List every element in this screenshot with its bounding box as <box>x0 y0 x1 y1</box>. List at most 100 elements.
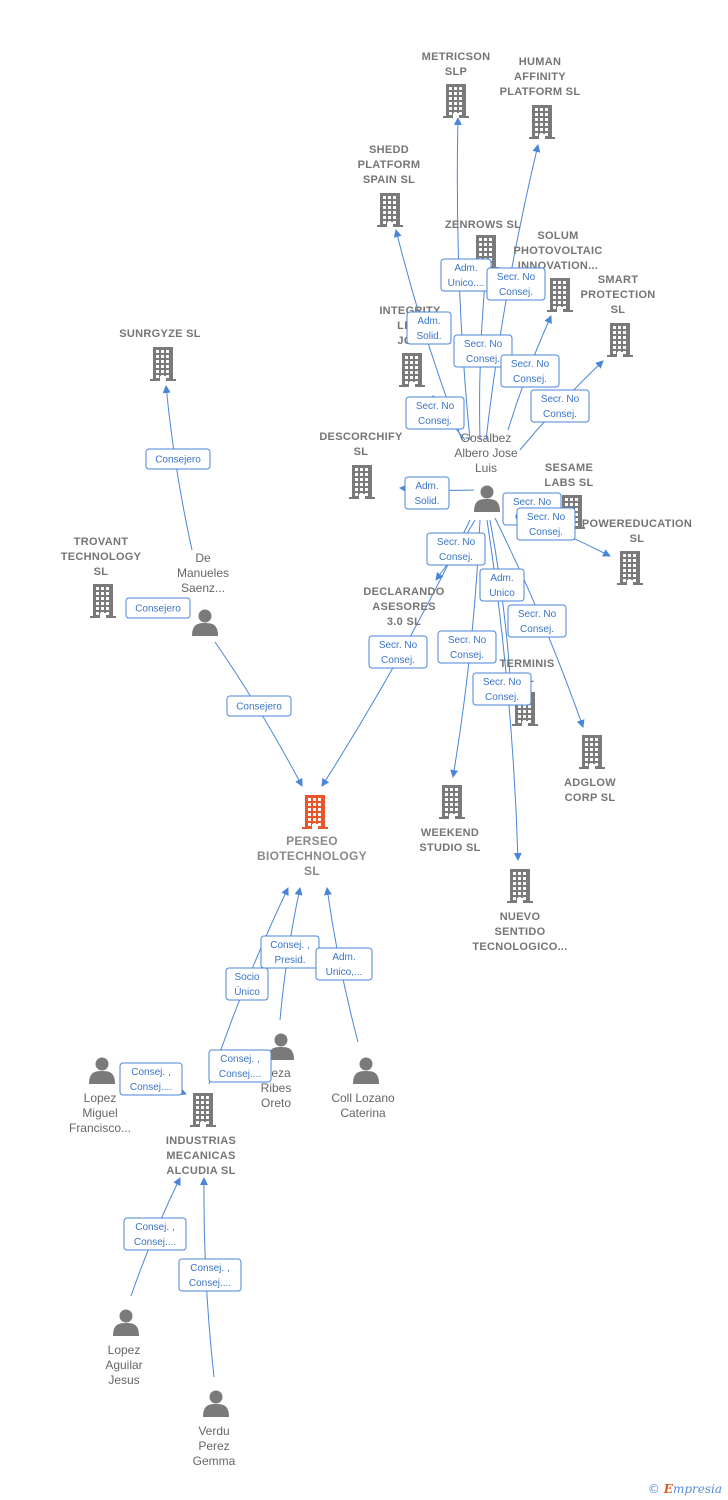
node-manueles[interactable]: DeManuelesSaenz... <box>177 551 229 636</box>
node-label-lopeza-0: Lopez <box>108 1343 141 1357</box>
person-icon <box>268 1033 294 1060</box>
badge-text-b_descorchify-1: Solid. <box>414 496 439 507</box>
badge-box <box>404 476 450 510</box>
node-label-human-0: HUMAN <box>519 56 561 68</box>
node-label-weekend-0: WEEKEND <box>421 827 479 839</box>
role-badge-b_trovant[interactable]: Consejero <box>125 597 191 619</box>
role-badge-b_ind_perseo[interactable]: Consej. ,Consej.... <box>208 1049 272 1083</box>
node-label-human-2: PLATFORM SL <box>500 86 581 98</box>
badge-text-b_solum-0: Secr. No <box>511 359 550 370</box>
node-label-coll-1: Caterina <box>340 1106 386 1120</box>
role-badge-b_coll[interactable]: Adm.Unico,... <box>315 947 373 981</box>
node-lopezm[interactable]: LopezMiguelFrancisco... <box>69 1057 131 1136</box>
node-label-verdu-0: Verdu <box>198 1424 229 1438</box>
role-badge-b_sunrgyze[interactable]: Consejero <box>145 448 211 470</box>
badge-text-b_sesame2-1: Consej. <box>529 527 563 538</box>
building-icon <box>377 193 403 227</box>
node-label-declarando-1: ASESORES <box>372 601 436 613</box>
role-badge-b_adm_unico[interactable]: Adm.Unico <box>479 568 525 602</box>
role-badge-b_metricson[interactable]: Adm.Unico.... <box>440 258 492 292</box>
badge-box <box>208 1049 272 1083</box>
badge-text-b_declarando-1: Consej. <box>439 552 473 563</box>
badge-text-b_shedd-1: Solid. <box>416 331 441 342</box>
node-label-trovant-0: TROVANT <box>74 536 128 548</box>
badge-box <box>406 311 452 345</box>
badge-box <box>516 507 576 541</box>
person-icon <box>192 609 218 636</box>
badge-box <box>226 695 292 717</box>
node-label-nuevo-0: NUEVO <box>500 911 541 923</box>
badge-text-b_adm_unico-0: Adm. <box>490 573 513 584</box>
node-label-perseo-2: SL <box>304 864 320 878</box>
badge-box <box>123 1217 187 1251</box>
role-badge-b_perseo_m[interactable]: Consejero <box>226 695 292 717</box>
node-sunrgyze[interactable]: SUNRGYZE SL <box>119 328 201 381</box>
node-solum[interactable]: SOLUMPHOTOVOLTAICINNOVATION... <box>513 230 602 312</box>
badge-box <box>405 396 465 430</box>
node-label-lopeza-2: Jesus <box>108 1373 139 1387</box>
building-icon <box>90 584 116 618</box>
node-label-human-1: AFFINITY <box>514 71 566 83</box>
node-human[interactable]: HUMAN AFFINITY PLATFORM SL <box>500 56 581 139</box>
building-icon <box>399 353 425 387</box>
role-badge-b_lopeza[interactable]: Consej. ,Consej.... <box>123 1217 187 1251</box>
badge-text-b_shedd-0: Adm. <box>417 316 440 327</box>
node-label-trovant-2: SL <box>94 566 109 578</box>
role-badge-b_shedd[interactable]: Adm. Solid. <box>406 311 452 345</box>
building-icon <box>190 1093 216 1127</box>
building-icon <box>617 551 643 585</box>
node-label-weekend-1: STUDIO SL <box>419 842 480 854</box>
badge-text-b_integrity-1: Consej. <box>418 416 452 427</box>
node-weekend[interactable]: WEEKEND STUDIO SL <box>419 785 480 854</box>
role-badge-b_lopezm[interactable]: Consej. ,Consej.... <box>119 1062 183 1096</box>
badge-box <box>426 532 486 566</box>
node-label-adglow-0: ADGLOW <box>564 777 616 789</box>
person-icon <box>203 1390 229 1417</box>
badge-text-b_sunrgyze-0: Consejero <box>155 455 201 466</box>
node-label-sesame-0: SESAME <box>545 462 593 474</box>
role-badge-b_verdu[interactable]: Consej. ,Consej.... <box>178 1258 242 1292</box>
badge-box <box>500 354 560 388</box>
edge-gosalbez-to-terminis <box>489 519 515 691</box>
badge-text-b_terminis-1: Consej. <box>485 692 519 703</box>
badge-text-b_zenrows-0: Secr. No <box>464 339 503 350</box>
node-nuevo[interactable]: NUEVOSENTIDOTECNOLOGICO... <box>472 869 567 953</box>
badge-text-b_sesame1-0: Secr. No <box>513 497 552 508</box>
node-label-industrias-0: INDUSTRIAS <box>166 1135 236 1147</box>
role-badge-b_meza[interactable]: Consej. ,Presid. <box>260 935 320 969</box>
node-label-shedd-2: SPAIN SL <box>363 174 415 186</box>
node-label-gosalbez-2: Luis <box>475 461 497 475</box>
badge-box <box>507 604 567 638</box>
node-label-sunrgyze-0: SUNRGYZE SL <box>119 328 201 340</box>
role-badge-b_descorchify[interactable]: Adm.Solid. <box>404 476 450 510</box>
brand-footer[interactable]: ©Empresia <box>648 1482 722 1496</box>
badge-text-b_adglow-0: Secr. No <box>518 609 557 620</box>
